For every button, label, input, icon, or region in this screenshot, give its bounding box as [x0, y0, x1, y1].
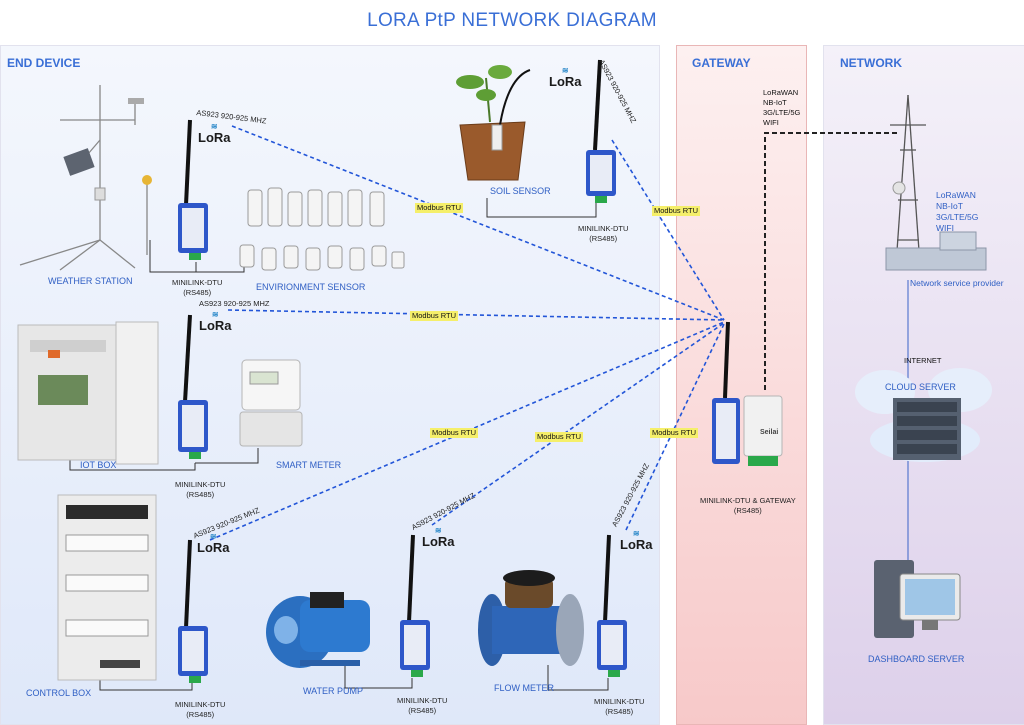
- flow-meter-icon: [478, 570, 584, 666]
- lora-logo: ≋LoRa: [197, 532, 230, 556]
- uplink-link: [764, 132, 900, 390]
- dtu-flow-meter: [597, 534, 627, 677]
- link-control-box: [209, 321, 725, 541]
- modbus-tag: Modbus RTU: [415, 203, 464, 213]
- label-soil-sensor: SOIL SENSOR: [490, 186, 551, 196]
- link-flow-meter: [625, 323, 725, 531]
- environment-sensor-icons: [239, 187, 405, 271]
- dtu-water-pump: [400, 534, 430, 677]
- frequency-label: AS923 920-925 MHZ: [199, 299, 270, 308]
- modbus-tag: Modbus RTU: [410, 311, 459, 321]
- gateway-panel: [676, 45, 807, 725]
- label-dashboard-server: DASHBOARD SERVER: [868, 654, 965, 664]
- dtu-label: MINILINK-DTU(RS485): [578, 224, 629, 243]
- dtu-soil-sensor: [586, 59, 616, 203]
- dtu-label: MINILINK-DTU(RS485): [397, 696, 448, 715]
- label-network-service-provider: Network service provider: [910, 278, 1004, 288]
- label-water-pump: WATER PUMP: [303, 686, 363, 696]
- label-flow-meter: FLOW METER: [494, 683, 554, 693]
- section-gateway: GATEWAY: [692, 56, 751, 70]
- smart-meter-icon: [239, 359, 303, 447]
- dtu-iot-box: [178, 314, 208, 459]
- dtu-label: MINILINK-DTU(RS485): [175, 700, 226, 719]
- link-water-pump: [431, 322, 725, 526]
- weather-station-icon: [19, 85, 148, 271]
- dtu-label: MINILINK-DTU(RS485): [594, 697, 645, 716]
- modbus-tag: Modbus RTU: [430, 428, 479, 438]
- dtu-label: MINILINK-DTU(RS485): [172, 278, 223, 297]
- iot-box-icon: [17, 321, 159, 465]
- label-weather-station: WEATHER STATION: [48, 276, 133, 286]
- section-end-device: END DEVICE: [7, 56, 81, 70]
- label-envirionment-sensor: ENVIRIONMENT SENSOR: [256, 282, 366, 292]
- page-title: LORA PtP NETWORK DIAGRAM: [367, 10, 657, 31]
- dtu-label: MINILINK-DTU(RS485): [175, 480, 226, 499]
- label-smart-meter: SMART METER: [276, 460, 342, 470]
- lora-logo: ≋LoRa: [620, 529, 653, 553]
- label-cloud-server: CLOUD SERVER: [885, 382, 956, 392]
- lora-logo: ≋LoRa: [549, 66, 582, 90]
- label-control-box: CONTROL BOX: [26, 688, 92, 698]
- lora-logo: ≋LoRa: [198, 122, 231, 146]
- lora-logo: ≋LoRa: [422, 526, 455, 550]
- gateway-brand: Seilai: [760, 429, 779, 436]
- lora-logo: ≋LoRa: [199, 310, 232, 334]
- label-iot-box: IOT BOX: [80, 460, 117, 470]
- cell-tower-icon: [890, 94, 926, 266]
- modbus-tag: Modbus RTU: [535, 432, 584, 442]
- gateway-label: MINILINK-DTU & GATEWAY(RS485): [700, 496, 796, 515]
- dtu-weather-station: [178, 119, 208, 260]
- link-iot-box: [227, 309, 725, 321]
- modbus-tag: Modbus RTU: [652, 206, 701, 216]
- water-pump-icon: [266, 592, 370, 668]
- dtu-control-box: [178, 539, 208, 683]
- cloud-server-icon: [855, 368, 992, 462]
- section-network: NETWORK: [840, 56, 902, 70]
- soil-sensor-icon: [456, 65, 531, 181]
- modbus-tag: Modbus RTU: [650, 428, 699, 438]
- link-soil-sensor: [611, 139, 725, 321]
- label-internet: INTERNET: [904, 356, 942, 365]
- dtu-devices: [178, 59, 627, 683]
- control-box-icon: [57, 494, 157, 681]
- dashboard-server-icon: [874, 560, 961, 638]
- gateway-icon: [712, 321, 783, 466]
